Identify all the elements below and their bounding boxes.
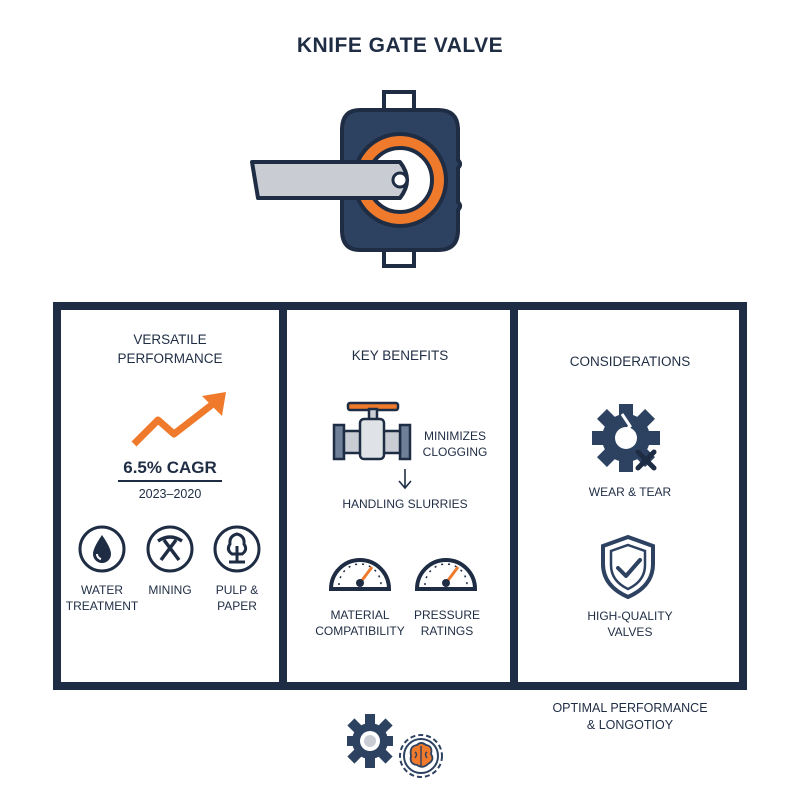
handling-slurries-label: HANDLING SLURRIES bbox=[342, 497, 468, 511]
page-title: KNIFE GATE VALVE bbox=[296, 34, 504, 57]
consideration-label: HIGH-QUALITY bbox=[587, 609, 673, 623]
benefit-label: CLOGGING bbox=[422, 445, 488, 459]
gauge-label: PRESSURE bbox=[413, 608, 481, 622]
versatile-performance-title: VERSATILE PERFORMANCE bbox=[90, 330, 250, 368]
arrow-down-icon bbox=[398, 469, 412, 490]
panel-divider bbox=[510, 302, 518, 690]
industry-water-treatment: WATER TREATMENT bbox=[60, 582, 144, 614]
industry-label: WATER bbox=[81, 583, 123, 597]
cagr-value: 6.5% CAGR bbox=[123, 458, 217, 477]
gears-brain-icon bbox=[347, 714, 443, 778]
gauge-icon bbox=[414, 558, 478, 591]
industry-label: MINING bbox=[148, 583, 192, 597]
consideration-label: VALVES bbox=[607, 625, 653, 639]
gauge-label: RATINGS bbox=[420, 624, 474, 638]
gauge-label: MATERIAL bbox=[330, 608, 390, 622]
industry-pulp-paper: PULP & PAPER bbox=[197, 582, 277, 614]
footer-line: & LONGOTIOY bbox=[586, 718, 674, 732]
industry-mining: MINING bbox=[130, 582, 210, 598]
pressure-ratings: PRESSURE RATINGS bbox=[405, 607, 489, 639]
panel-title-line: VERSATILE bbox=[133, 332, 207, 347]
shield-check-icon bbox=[601, 534, 655, 600]
panel-title-line: PERFORMANCE bbox=[117, 351, 223, 366]
key-benefits-title: KEY BENEFITS bbox=[351, 348, 449, 363]
divider-line bbox=[118, 480, 222, 482]
water-drop-icon bbox=[78, 525, 126, 573]
industry-label: PAPER bbox=[217, 599, 257, 613]
minimizes-clogging: MINIMIZES CLOGGING bbox=[410, 428, 500, 460]
benefit-label: MINIMIZES bbox=[424, 429, 486, 443]
growth-arrow-icon bbox=[131, 392, 226, 447]
considerations-title: CONSIDERATIONS bbox=[569, 354, 691, 369]
pickaxe-icon bbox=[146, 525, 194, 573]
material-compatibility: MATERIAL COMPATIBILITY bbox=[305, 607, 415, 639]
tree-icon bbox=[213, 525, 261, 573]
gauge-icon bbox=[328, 558, 392, 591]
cagr-years: 2023–2020 bbox=[138, 487, 202, 501]
gauge-label: COMPATIBILITY bbox=[315, 624, 405, 638]
high-quality-valves: HIGH-QUALITY VALVES bbox=[560, 608, 700, 640]
footer-caption: OPTIMAL PERFORMANCE & LONGOTIOY bbox=[540, 700, 720, 734]
industry-label: PULP & bbox=[215, 583, 259, 597]
panels-frame bbox=[53, 302, 747, 690]
panel-divider bbox=[279, 302, 287, 690]
knife-gate-valve-illustration bbox=[250, 90, 462, 268]
footer-line: OPTIMAL PERFORMANCE bbox=[552, 701, 708, 715]
broken-gear-icon bbox=[592, 404, 660, 472]
wear-and-tear-label: WEAR & TEAR bbox=[588, 485, 672, 499]
industry-label: TREATMENT bbox=[65, 599, 139, 613]
pipe-valve-icon bbox=[332, 401, 412, 461]
